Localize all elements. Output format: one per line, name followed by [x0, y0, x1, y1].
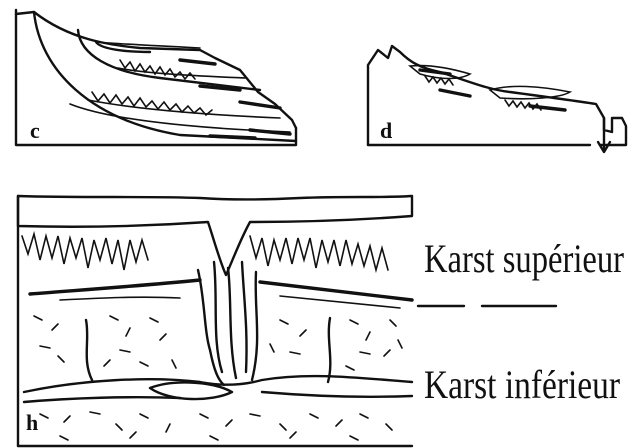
- panel-h: h: [18, 196, 412, 446]
- legend: Karst supérieur Karst inférieur: [418, 236, 624, 407]
- panel-h-label: h: [26, 410, 38, 435]
- panel-d: d: [368, 46, 626, 152]
- panel-d-label: d: [380, 118, 392, 143]
- panel-d-lens-right: [490, 86, 570, 98]
- panel-c: c: [16, 10, 296, 145]
- karst-inferieur-label: Karst inférieur: [424, 362, 620, 407]
- karst-superieur-label: Karst supérieur: [424, 236, 624, 281]
- panel-c-label: c: [30, 118, 40, 143]
